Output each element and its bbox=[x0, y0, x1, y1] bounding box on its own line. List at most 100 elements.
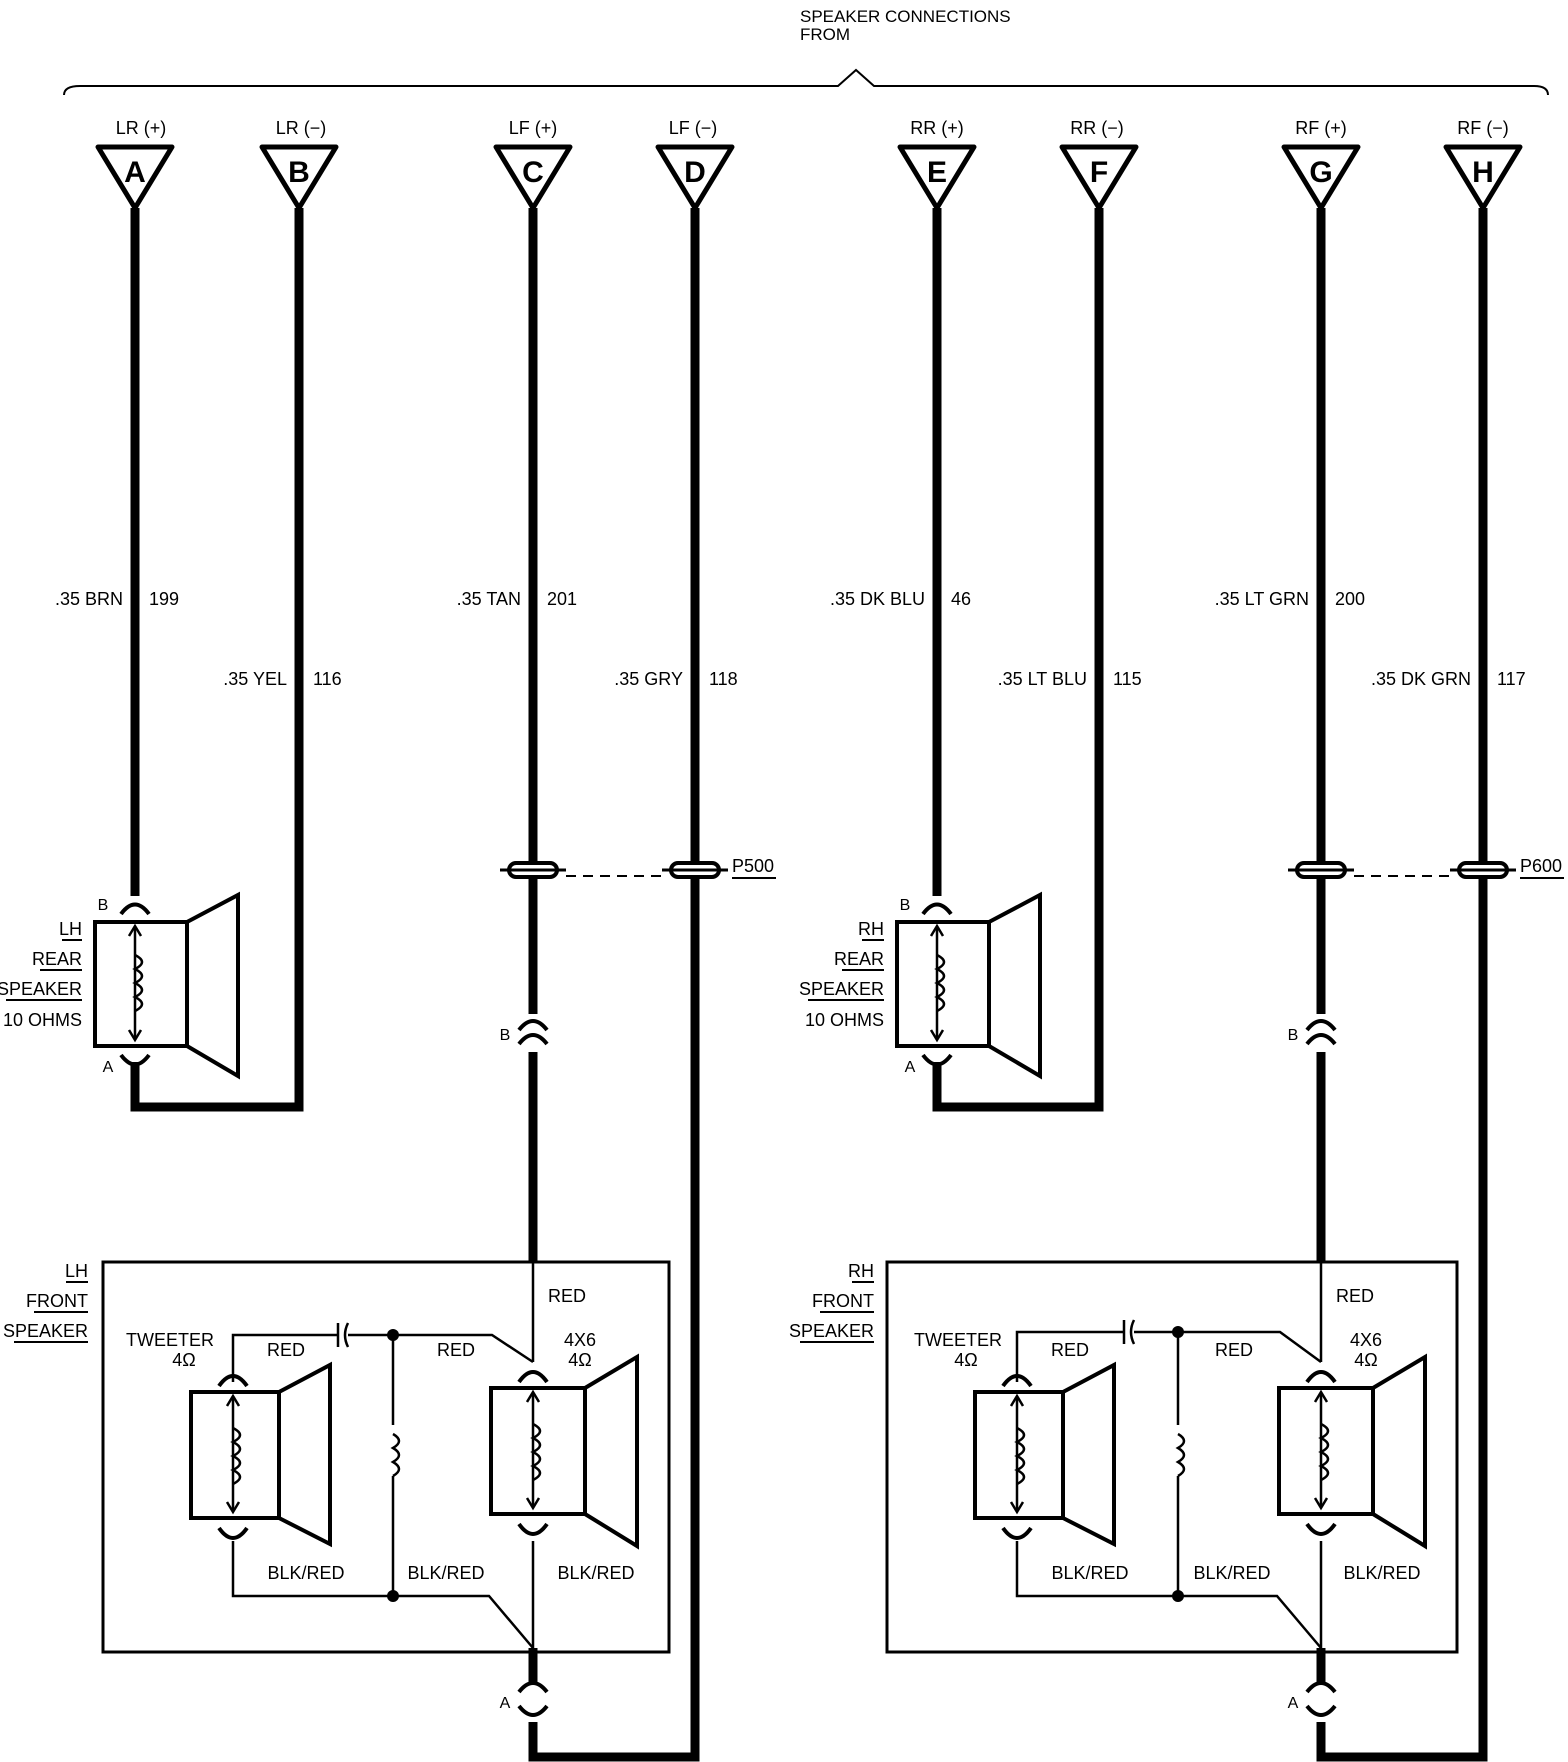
rh-rear-label-1: RH bbox=[858, 919, 884, 939]
terminal-h-letter: H bbox=[1472, 156, 1494, 189]
wire-h-color: .35 DK GRN bbox=[1371, 669, 1471, 689]
lh-front-label-2: FRONT bbox=[26, 1291, 88, 1311]
wire-c-circuit: 201 bbox=[547, 589, 577, 609]
rh-rear-pin-b: B bbox=[900, 897, 911, 914]
wire-d-circuit: 118 bbox=[709, 669, 738, 689]
rh-front-junction-top bbox=[1172, 1326, 1184, 1338]
rh-front-label-1: RH bbox=[848, 1261, 874, 1281]
wire-e-circuit: 46 bbox=[951, 589, 971, 609]
rf-pin-b-label: B bbox=[1288, 1027, 1299, 1044]
wire-a-color: .35 BRN bbox=[55, 589, 123, 609]
rh-rear-label-2: REAR bbox=[834, 949, 884, 969]
connector-p600-label: P600 bbox=[1520, 856, 1562, 876]
terminal-d-letter: D bbox=[684, 156, 706, 189]
terminal-c-letter: C bbox=[522, 156, 544, 189]
terminal-c-triangle bbox=[493, 144, 573, 211]
rh-woofer-label: 4X6 bbox=[1350, 1330, 1382, 1350]
rh-tweeter-ohms: 4Ω bbox=[954, 1350, 977, 1370]
lh-front-red-tweeter: RED bbox=[267, 1340, 305, 1360]
terminal-d-triangle bbox=[655, 144, 735, 211]
wire-e-color: .35 DK BLU bbox=[830, 589, 925, 609]
wire-d-color: .35 GRY bbox=[614, 669, 683, 689]
lh-rear-pin-a: A bbox=[103, 1059, 114, 1076]
connector-p600 bbox=[1288, 861, 1516, 879]
terminal-f-triangle bbox=[1059, 144, 1139, 211]
lf-pin-b-label: B bbox=[500, 1027, 511, 1044]
lh-front-blkred-1: BLK/RED bbox=[267, 1563, 344, 1583]
header-title-line1: SPEAKER CONNECTIONS bbox=[800, 7, 1011, 26]
lh-rear-pin-b: B bbox=[98, 897, 109, 914]
lh-front-label-3: SPEAKER bbox=[3, 1321, 88, 1341]
wire-f-color: .35 LT BLU bbox=[998, 669, 1087, 689]
lh-front-junction-top bbox=[387, 1329, 399, 1341]
terminal-g-label: RF (+) bbox=[1295, 118, 1347, 138]
lf-pin-b-splice bbox=[517, 1019, 549, 1046]
lh-front-red-woofer: RED bbox=[437, 1340, 475, 1360]
lh-woofer-label: 4X6 bbox=[564, 1330, 596, 1350]
wire-h-circuit: 117 bbox=[1497, 669, 1526, 689]
lh-rear-label-3: SPEAKER bbox=[0, 979, 82, 999]
lh-front-label-1: LH bbox=[65, 1261, 88, 1281]
rh-rear-pin-a: A bbox=[905, 1059, 916, 1076]
lh-front-junction-bottom bbox=[387, 1590, 399, 1602]
lh-woofer-ohms: 4Ω bbox=[568, 1350, 591, 1370]
terminal-b-triangle bbox=[259, 144, 339, 211]
lf-pin-a-label: A bbox=[500, 1695, 511, 1712]
wire-g-circuit: 200 bbox=[1335, 589, 1365, 609]
terminal-a-label: LR (+) bbox=[116, 118, 167, 138]
lh-front-blkred-3: BLK/RED bbox=[557, 1563, 634, 1583]
terminal-e-triangle bbox=[897, 144, 977, 211]
lh-front-speaker-box bbox=[101, 1260, 671, 1654]
terminal-e-letter: E bbox=[927, 156, 947, 189]
header-title-line2: FROM bbox=[800, 25, 850, 44]
rh-front-red-tweeter: RED bbox=[1051, 1340, 1089, 1360]
terminal-h-triangle bbox=[1443, 144, 1523, 211]
lf-pin-a-splice bbox=[517, 1681, 549, 1717]
lh-woofer bbox=[489, 1353, 639, 1550]
wire-f-circuit: 115 bbox=[1113, 669, 1142, 689]
rh-rear-label-4: 10 OHMS bbox=[805, 1010, 884, 1030]
rh-woofer-ohms: 4Ω bbox=[1354, 1350, 1377, 1370]
rh-front-label-3: SPEAKER bbox=[789, 1321, 874, 1341]
rh-front-label-2: FRONT bbox=[812, 1291, 874, 1311]
rh-front-blkred-2: BLK/RED bbox=[1193, 1563, 1270, 1583]
lh-rear-label-4: 10 OHMS bbox=[3, 1010, 82, 1030]
terminal-f-label: RR (−) bbox=[1070, 118, 1124, 138]
rh-rear-label-3: SPEAKER bbox=[799, 979, 884, 999]
wire-g-color: .35 LT GRN bbox=[1215, 589, 1309, 609]
rf-pin-a-label: A bbox=[1288, 1695, 1299, 1712]
rh-front-speaker-box bbox=[885, 1260, 1459, 1654]
wire-a-circuit: 199 bbox=[149, 589, 179, 609]
lh-rear-label-1: LH bbox=[59, 919, 82, 939]
rh-front-junction-bottom bbox=[1172, 1590, 1184, 1602]
terminal-b-label: LR (−) bbox=[276, 118, 327, 138]
terminal-a-triangle bbox=[95, 144, 175, 211]
terminal-g-triangle bbox=[1281, 144, 1361, 211]
rh-front-red-woofer: RED bbox=[1215, 1340, 1253, 1360]
wire-b-circuit: 116 bbox=[313, 669, 342, 689]
rf-pin-a-splice bbox=[1305, 1681, 1337, 1717]
rf-pin-b-splice bbox=[1305, 1019, 1337, 1046]
wire-f bbox=[932, 208, 1104, 1112]
terminal-g-letter: G bbox=[1309, 156, 1332, 189]
terminal-d-label: LF (−) bbox=[669, 118, 718, 138]
wire-c-color: .35 TAN bbox=[457, 589, 521, 609]
connector-p500 bbox=[500, 861, 728, 879]
lh-front-blkred-2: BLK/RED bbox=[407, 1563, 484, 1583]
lh-rear-speaker bbox=[93, 891, 240, 1080]
rh-tweeter bbox=[973, 1361, 1116, 1548]
rh-rear-speaker bbox=[895, 891, 1042, 1080]
rh-front-blkred-3: BLK/RED bbox=[1343, 1563, 1420, 1583]
lh-rear-label-2: REAR bbox=[32, 949, 82, 969]
connector-p500-label: P500 bbox=[732, 856, 774, 876]
terminal-b-letter: B bbox=[288, 156, 310, 189]
rh-front-red-feed: RED bbox=[1336, 1286, 1374, 1306]
terminal-e-label: RR (+) bbox=[910, 118, 964, 138]
terminal-f-letter: F bbox=[1090, 156, 1108, 189]
wire-b bbox=[130, 208, 304, 1112]
terminal-c-label: LF (+) bbox=[509, 118, 558, 138]
lh-tweeter-ohms: 4Ω bbox=[172, 1350, 195, 1370]
lh-tweeter bbox=[189, 1361, 332, 1548]
lh-front-red-feed: RED bbox=[548, 1286, 586, 1306]
